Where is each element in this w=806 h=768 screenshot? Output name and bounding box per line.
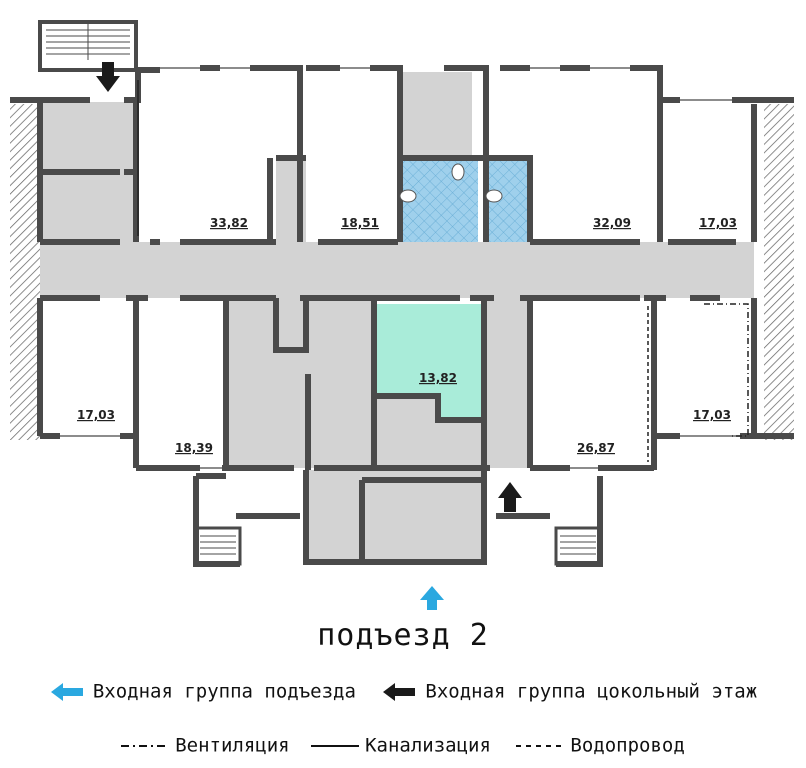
basement-entrance-arrow-bottom xyxy=(498,482,522,512)
floor-plan: 33,82 18,51 32,09 17,03 17,03 18,39 13,8… xyxy=(10,20,794,610)
legend-entrance-arrow-icon xyxy=(50,682,83,701)
legend-basement-arrow-icon xyxy=(383,682,416,701)
room-area-label: 18,39 xyxy=(175,441,213,455)
windows xyxy=(60,67,740,469)
stair-top-left xyxy=(38,20,138,72)
legend-entrance-row: Входная группа подъезда Входная группа ц… xyxy=(0,680,806,703)
stair-bottom-right xyxy=(554,526,602,566)
ventilation-line xyxy=(704,303,749,437)
basement-entrance-arrow-top xyxy=(96,62,120,92)
highlight-room xyxy=(376,304,482,418)
legend-basement-label: Входная группа цокольный этаж xyxy=(425,680,758,703)
legend-ventilation-line-icon xyxy=(121,744,170,747)
room-area-label: 17,03 xyxy=(693,408,731,422)
legend-utilities-row: Вентиляция Канализация Водопровод xyxy=(0,734,806,757)
legend-sewer-label: Канализация xyxy=(365,734,491,757)
entrance-title: подъезд 2 xyxy=(317,618,489,653)
room-area-label: 17,03 xyxy=(699,216,737,230)
room-area-label: 32,09 xyxy=(593,216,631,230)
legend-entrance-label: Входная группа подъезда xyxy=(92,680,356,703)
room-area-label: 17,03 xyxy=(77,408,115,422)
toilet-icon xyxy=(399,163,503,203)
entrance-arrow xyxy=(420,586,444,610)
room-area-label: 26,87 xyxy=(577,441,615,455)
legend-water-line-icon xyxy=(516,744,565,747)
common-areas xyxy=(40,72,754,562)
legend-ventilation-label: Вентиляция xyxy=(175,734,290,757)
walls xyxy=(10,65,794,567)
room-area-label: 18,51 xyxy=(341,216,379,230)
room-area-label: 13,82 xyxy=(419,371,457,385)
stair-bottom-left xyxy=(194,526,242,566)
end-wall-left xyxy=(10,104,40,440)
legend-water-label: Водопровод xyxy=(570,734,685,757)
room-area-label: 33,82 xyxy=(210,216,248,230)
end-wall-right xyxy=(764,104,794,440)
legend-sewer-line-icon xyxy=(311,744,360,747)
